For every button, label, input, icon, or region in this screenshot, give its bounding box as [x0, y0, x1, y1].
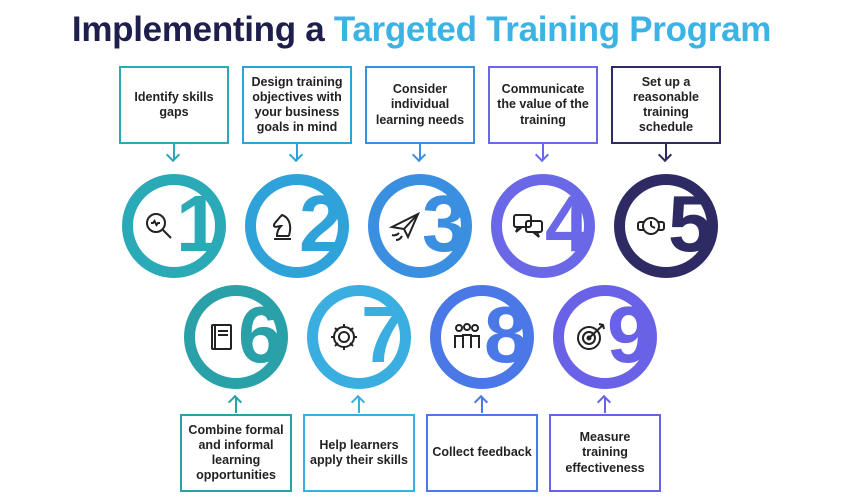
step-1-box: Identify skills gaps — [119, 66, 229, 144]
step-7-number: 7 — [361, 290, 406, 379]
step-7-box: Help learners apply their skills — [303, 414, 415, 492]
step-7-arrow — [358, 397, 360, 413]
step-4-arrow — [542, 144, 544, 160]
step-6-box: Combine formal and informal learning opp… — [180, 414, 292, 492]
step-2-box: Design training objectives with your bus… — [242, 66, 352, 144]
step-5-ring — [614, 174, 718, 278]
step-2-arrow — [296, 144, 298, 160]
step-8-box: Collect feedback — [426, 414, 538, 492]
step-1-arrow — [173, 144, 175, 160]
book-icon — [204, 320, 238, 354]
chess-knight-icon — [265, 209, 299, 243]
step-7-ring — [307, 285, 411, 389]
step-8-label: Collect feedback — [432, 445, 532, 460]
gear-icon — [327, 320, 361, 354]
step-4-ring — [491, 174, 595, 278]
step-9-label: Measure training effectiveness — [565, 430, 645, 475]
step-6-arrow — [235, 397, 237, 413]
team-icon — [450, 320, 484, 354]
step-8-arrow — [481, 397, 483, 413]
step-9-box: Measure training effectiveness — [549, 414, 661, 492]
step-1-label: Identify skills gaps — [134, 89, 214, 119]
step-2-number: 2 — [299, 179, 344, 268]
step-6-label: Combine formal and informal learning opp… — [188, 422, 284, 483]
step-9-arrow — [604, 397, 606, 413]
step-3-number: 3 — [422, 179, 467, 268]
step-9-ring — [553, 285, 657, 389]
step-8-ring — [430, 285, 534, 389]
step-5-number: 5 — [668, 179, 713, 268]
step-4-box: Communicate the value of the training — [488, 66, 598, 144]
step-3-arrow — [419, 144, 421, 160]
step-5-label: Set up a reasonable training schedule — [632, 74, 699, 135]
watch-icon — [634, 209, 668, 243]
step-5-arrow — [665, 144, 667, 160]
step-2-label: Design training objectives with your bus… — [251, 74, 343, 135]
step-7-label: Help learners apply their skills — [310, 437, 408, 467]
step-2-ring — [245, 174, 349, 278]
page-title: Implementing a Targeted Training Program — [0, 10, 843, 50]
step-3-box: Consider individual learning needs — [365, 66, 475, 144]
step-3-ring — [368, 174, 472, 278]
step-3-label: Consider individual learning needs — [375, 82, 465, 127]
step-9-number: 9 — [607, 290, 652, 379]
step-1-ring — [122, 174, 226, 278]
step-6-number: 6 — [238, 290, 283, 379]
paper-plane-icon — [388, 209, 422, 243]
step-4-number: 4 — [545, 179, 590, 268]
title-part-dark: Implementing a — [71, 10, 334, 49]
magnifier-icon — [142, 209, 176, 243]
chat-bubbles-icon — [511, 209, 545, 243]
step-8-number: 8 — [484, 290, 529, 379]
target-icon — [573, 320, 607, 354]
step-4-label: Communicate the value of the training — [497, 82, 589, 127]
title-part-accent: Targeted Training Program — [333, 10, 772, 49]
step-1-number: 1 — [176, 179, 221, 268]
step-5-box: Set up a reasonable training schedule — [611, 66, 721, 144]
step-6-ring — [184, 285, 288, 389]
